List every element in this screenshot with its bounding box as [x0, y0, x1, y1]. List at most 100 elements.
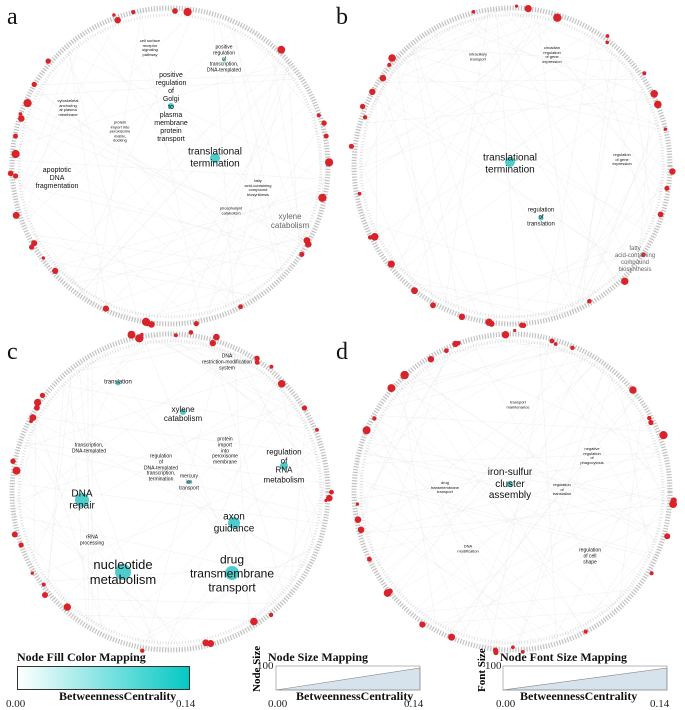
node-label: axon guidance [213, 511, 255, 535]
peripheral-node [18, 115, 25, 122]
peripheral-node [411, 287, 418, 295]
node-label: DNA modification [457, 543, 479, 553]
peripheral-node [12, 211, 20, 219]
panel-label-c: c [7, 339, 18, 365]
peripheral-node [372, 416, 377, 421]
peripheral-node [29, 414, 37, 421]
node-label: regulation of translation [552, 482, 572, 497]
peripheral-node [114, 17, 121, 24]
peripheral-node [173, 333, 178, 338]
node-font-ramp [502, 667, 668, 691]
peripheral-node [513, 328, 517, 333]
peripheral-node [18, 542, 24, 548]
peripheral-node [193, 321, 199, 327]
node-label: rRNA processing [79, 534, 105, 546]
peripheral-node [649, 571, 654, 576]
peripheral-node [629, 386, 637, 394]
peripheral-node [305, 240, 312, 248]
peripheral-node [471, 10, 476, 14]
peripheral-node [277, 45, 286, 54]
peripheral-node [387, 260, 395, 268]
peripheral-node [238, 304, 244, 310]
hub-node [168, 103, 174, 109]
legend-fill-title: Node Fill Color Mapping [17, 650, 146, 664]
peripheral-node [387, 62, 392, 67]
peripheral-node [131, 10, 136, 15]
peripheral-node [654, 100, 662, 109]
network-panel-c [9, 330, 334, 653]
peripheral-node [29, 244, 35, 250]
peripheral-node [641, 252, 646, 257]
edge-group [11, 333, 329, 651]
peripheral-node [34, 398, 42, 406]
node-label: apoptotic DNA fragmentation [35, 166, 79, 191]
peripheral-node [7, 170, 14, 177]
peripheral-node [254, 360, 260, 365]
peripheral-node [323, 133, 329, 139]
node-label: regulation of translation [527, 207, 555, 228]
node-label: circadian regulation of gene expression [542, 44, 562, 64]
peripheral-node [444, 348, 449, 354]
node-label: translational termination [188, 146, 242, 170]
peripheral-node [13, 173, 19, 179]
node-font-box [502, 665, 668, 691]
peripheral-node [549, 338, 555, 344]
peripheral-node [127, 330, 136, 339]
peripheral-node [458, 313, 466, 320]
peripheral-node [664, 185, 670, 191]
peripheral-node [277, 380, 286, 388]
node-label: cell surface receptor signaling pathway [139, 37, 161, 57]
node-label: protein import into peroxisome membrane [212, 436, 238, 466]
hub-node [507, 481, 513, 487]
peripheral-node [250, 617, 258, 626]
network-panel-d [351, 328, 677, 656]
legend-font-max: 0.14 [650, 698, 670, 710]
peripheral-node [207, 640, 215, 647]
peripheral-ring-inner [17, 13, 323, 319]
peripheral-node [301, 405, 308, 411]
peripheral-node [570, 345, 575, 350]
peripheral-node [41, 256, 46, 260]
node-label: intraciliary transport [468, 51, 488, 61]
peripheral-node [325, 158, 334, 167]
node-label: cytoskeletal anchoring at plasma membran… [57, 97, 79, 117]
peripheral-node [430, 302, 436, 309]
peripheral-node [583, 629, 588, 634]
peripheral-node [326, 494, 333, 502]
peripheral-node [268, 612, 274, 618]
legend-fill-axis-label: BetweennessCentrality [59, 689, 177, 703]
hub-node [75, 493, 89, 507]
peripheral-node [188, 330, 194, 335]
peripheral-node [102, 305, 109, 312]
peripheral-node [367, 556, 372, 562]
peripheral-node [34, 404, 40, 411]
node-label: translation [104, 379, 132, 386]
legend-size-vertical-label: Node Size [251, 645, 263, 692]
peripheral-node [379, 74, 387, 82]
peripheral-node [663, 127, 668, 131]
peripheral-node [357, 191, 362, 196]
peripheral-node [400, 370, 409, 380]
panel-label-b: b [336, 4, 348, 30]
peripheral-node [488, 320, 495, 327]
peripheral-node [621, 277, 629, 285]
hub-node [505, 157, 515, 167]
peripheral-node [520, 650, 525, 654]
peripheral-node [605, 34, 610, 38]
peripheral-node [213, 333, 220, 341]
peripheral-node [387, 384, 396, 393]
peripheral-node [41, 582, 46, 587]
peripheral-node [140, 648, 145, 653]
peripheral-node [209, 339, 216, 347]
hub-node [538, 215, 544, 221]
legend-fill-max: 0.14 [176, 698, 196, 710]
peripheral-node [315, 428, 319, 432]
peripheral-node [553, 342, 558, 346]
node-label: fatty acid-containing compound biosynthe… [614, 246, 656, 273]
peripheral-node [362, 426, 371, 435]
legend-size-max: 0.14 [404, 698, 424, 710]
node-label: regulation of DNA-templated transcriptio… [143, 453, 179, 483]
peripheral-node [369, 88, 376, 96]
peripheral-node [648, 419, 654, 426]
peripheral-node [493, 649, 499, 656]
